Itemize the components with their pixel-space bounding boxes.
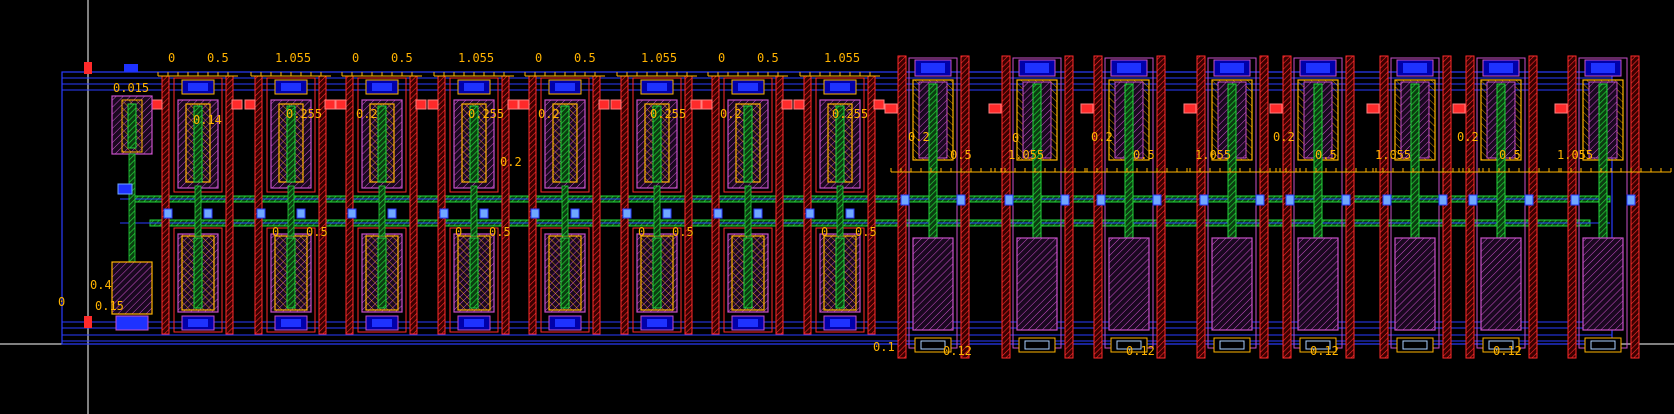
tall-transistor-column	[1554, 55, 1672, 359]
misc-label: 0.15	[95, 299, 124, 313]
bottom-label: 0.5	[672, 225, 694, 239]
ruler-label: 1.055	[824, 51, 860, 65]
right-transistor-array	[884, 55, 1672, 359]
bottom-right-label: 0.12	[943, 344, 972, 358]
tall-transistor-column	[1269, 55, 1387, 359]
ruler-label: 0	[718, 51, 725, 65]
pitch-label: 0.2	[356, 107, 378, 121]
bottom-right-label: 0.12	[1310, 344, 1339, 358]
right-top-label: 1.055	[1375, 148, 1411, 162]
transistor-column	[151, 72, 243, 335]
tall-transistor-column	[1366, 55, 1484, 359]
bottom-label: 0.5	[306, 225, 328, 239]
bottom-right-label: 0.12	[1493, 344, 1522, 358]
pitch-label: 0.255	[832, 107, 868, 121]
right-mid-value: 0.5	[1133, 148, 1155, 162]
misc-label: 0.2	[500, 155, 522, 169]
tall-transistor-column	[884, 55, 1002, 359]
transistor-column	[335, 72, 427, 335]
bottom-label: 0.5	[489, 225, 511, 239]
pitch-label: 0.2	[720, 107, 742, 121]
bottom-label: 0	[455, 225, 462, 239]
tall-transistor-column	[1080, 55, 1198, 359]
bottom-label: 0.5	[855, 225, 877, 239]
bottom-right-label: 0.12	[1126, 344, 1155, 358]
tall-transistor-column	[988, 55, 1106, 359]
right-mid-label: 0.2	[1457, 130, 1479, 144]
ruler-label: 1.055	[275, 51, 311, 65]
left-transistor-array	[151, 72, 885, 335]
transistor-column	[244, 72, 336, 335]
ruler-label: 0	[168, 51, 175, 65]
transistor-column	[518, 72, 610, 335]
right-mid-value: 0.5	[1315, 148, 1337, 162]
transistor-column	[793, 72, 885, 335]
right-mid-value: 0.5	[950, 148, 972, 162]
bottom-label: 0	[272, 225, 279, 239]
right-mid-label: 0.2	[1273, 130, 1295, 144]
tall-transistor-column	[1183, 55, 1301, 359]
misc-label: 0	[1012, 131, 1019, 145]
right-mid-label: 0.2	[1091, 130, 1113, 144]
misc-label: 0.14	[193, 113, 222, 127]
pitch-label: 0.255	[650, 107, 686, 121]
ruler-label: 0.5	[207, 51, 229, 65]
right-top-label: 1.055	[1008, 148, 1044, 162]
ruler-label: 0.5	[391, 51, 413, 65]
ruler-label: 0.5	[757, 51, 779, 65]
pitch-label: 0.255	[286, 107, 322, 121]
ruler-label: 1.055	[458, 51, 494, 65]
right-top-label: 1.055	[1195, 148, 1231, 162]
transistor-column	[610, 72, 702, 335]
pitch-label: 0.2	[538, 107, 560, 121]
misc-label: 0.4	[90, 278, 112, 292]
ruler-label: 1.055	[641, 51, 677, 65]
bottom-label: 0	[638, 225, 645, 239]
leftmost-cell	[84, 62, 153, 331]
transistor-column	[427, 72, 519, 335]
right-mid-label: 0.2	[908, 130, 930, 144]
tall-transistor-column	[1452, 55, 1570, 359]
misc-label: 0	[58, 295, 65, 309]
transistor-column	[701, 72, 793, 335]
ruler-label: 0	[535, 51, 542, 65]
bottom-label: 0	[821, 225, 828, 239]
misc-label: 0.1	[873, 340, 895, 354]
ruler-label: 0	[352, 51, 359, 65]
pitch-label: 0.255	[468, 107, 504, 121]
dimension-labels: 0 0.5 1.055 0 0.5 1.055 0 0.5 1.055 0 0.…	[58, 51, 1593, 358]
misc-label: 0.015	[113, 81, 149, 95]
right-top-label: 1.055	[1557, 148, 1593, 162]
right-mid-value: 0.5	[1499, 148, 1521, 162]
ruler-label: 0.5	[574, 51, 596, 65]
